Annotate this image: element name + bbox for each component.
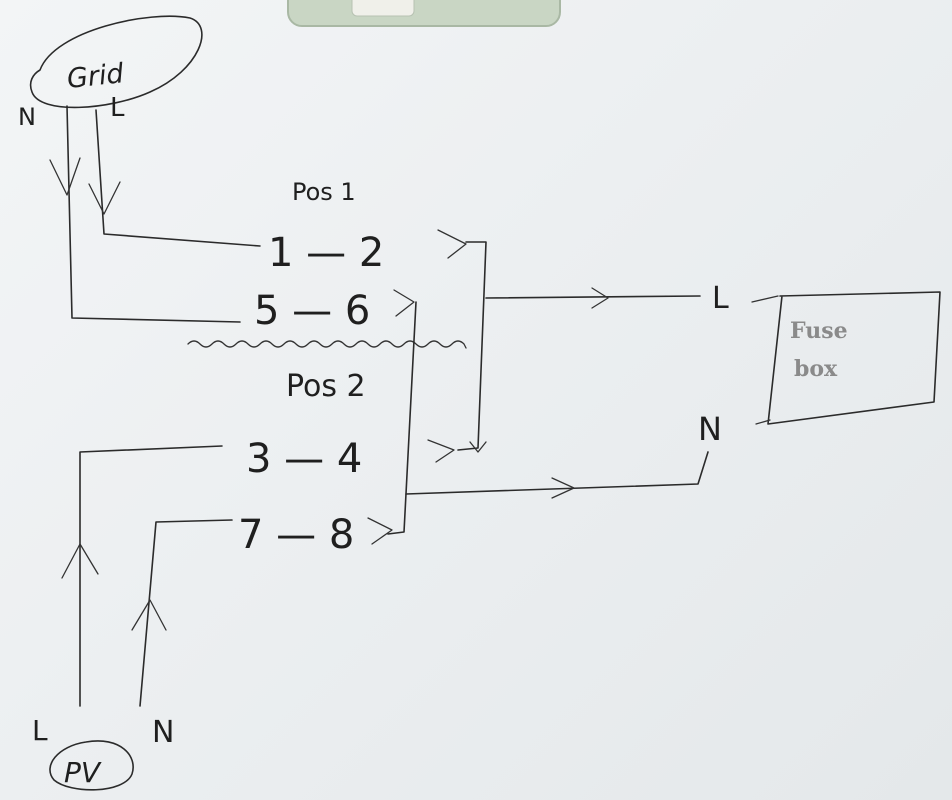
device-top-edge — [287, 0, 561, 27]
output-neutral-label: N — [698, 410, 722, 448]
output-neutral-arrow — [551, 477, 575, 499]
pv-live-wire — [79, 445, 223, 707]
position-separator-squiggle — [187, 340, 467, 349]
bus-wires — [387, 241, 709, 535]
output-live-wire — [485, 295, 701, 299]
output-live-arrow — [591, 287, 609, 309]
pv-neutral-arrow — [131, 599, 167, 631]
arrow-out-8 — [367, 517, 393, 545]
fusebox-live-lead — [751, 295, 779, 303]
grid-live-label: L — [110, 93, 125, 123]
grid-wires — [49, 105, 261, 323]
grid-live-wire — [95, 109, 261, 247]
grid-live-arrow — [88, 181, 121, 215]
pv-live-label: L — [32, 714, 48, 747]
fusebox-label-line1: Fuse — [790, 318, 848, 344]
pos1-contact-1-2: 1 — 2 — [268, 230, 384, 276]
arrow-out-4 — [427, 439, 455, 463]
grid-neutral-wire — [66, 105, 241, 323]
pos1-label: Pos 1 — [292, 178, 356, 206]
output-neutral-wire — [405, 451, 709, 495]
pos1-contact-5-6: 5 — 6 — [254, 288, 370, 334]
pv-live-arrow — [61, 543, 99, 579]
output-live-label: L — [712, 281, 729, 316]
pos2-group: Pos 2 3 — 4 7 — 8 — [238, 369, 455, 558]
pos2-contact-7-8: 7 — 8 — [238, 512, 354, 558]
arrow-out-6 — [393, 289, 415, 317]
grid-neutral-arrow — [49, 157, 81, 196]
pv-wires — [61, 445, 233, 707]
grid-source: Grid N L — [18, 15, 203, 131]
pv-neutral-wire — [139, 519, 233, 707]
grid-neutral-label: N — [18, 103, 36, 131]
fusebox-label-line2: box — [794, 356, 838, 382]
arrow-out-2 — [437, 229, 467, 259]
pos2-contact-3-4: 3 — 4 — [246, 436, 362, 482]
fusebox-neutral-lead — [755, 419, 771, 425]
pos2-label: Pos 2 — [286, 369, 366, 404]
pv-source: L N PV — [32, 714, 174, 791]
pos1-group: Pos 1 1 — 2 5 — 6 — [254, 178, 467, 334]
neutral-bus-wire — [387, 301, 417, 535]
live-bus-wire — [457, 241, 487, 451]
pv-label: PV — [64, 756, 102, 789]
pv-neutral-label: N — [152, 715, 174, 750]
fusebox: Fuse box — [751, 291, 941, 425]
live-bus-arrowhead — [469, 441, 487, 453]
grid-label: Grid — [65, 58, 125, 95]
